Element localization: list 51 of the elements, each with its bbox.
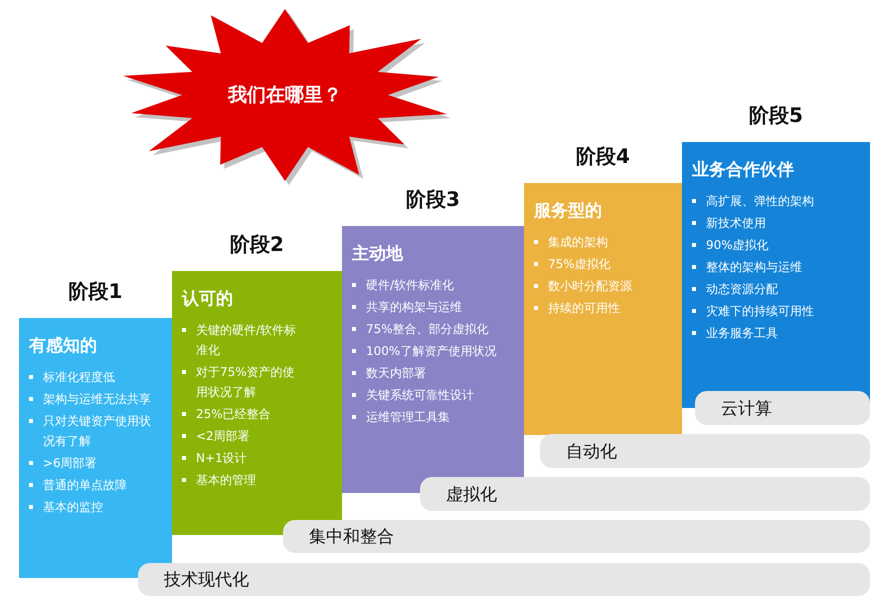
stage-label: 阶段5 xyxy=(749,103,803,127)
bullet-item: 75%虚拟化 xyxy=(534,254,678,274)
stage-label: 阶段1 xyxy=(68,279,122,303)
bullet-item: 运维管理工具集 xyxy=(352,407,516,427)
bullet-item: 基本的监控 xyxy=(29,497,155,517)
bullet-item: >6周部署 xyxy=(29,453,155,473)
bullet-item: 动态资源分配 xyxy=(692,279,871,299)
stage-heading: 服务型的 xyxy=(534,200,603,222)
bullet-item: 基本的管理 xyxy=(182,470,306,490)
bullet-item: 关键的硬件/软件标准化 xyxy=(182,320,306,360)
bullet-item: 75%整合、部分虚拟化 xyxy=(352,319,516,339)
bullet-item: N+1设计 xyxy=(182,448,306,468)
bar-label: 自动化 xyxy=(566,440,617,462)
stage-heading: 主动地 xyxy=(352,243,404,265)
starburst-title: 我们在哪里？ xyxy=(228,83,342,108)
stage-label: 阶段4 xyxy=(576,144,630,168)
bullet-item: <2周部署 xyxy=(182,426,306,446)
bullet-item: 关键系统可靠性设计 xyxy=(352,385,516,405)
capability-bar xyxy=(283,520,870,553)
stage-heading: 认可的 xyxy=(182,288,234,310)
bar-label: 云计算 xyxy=(721,398,772,420)
bullet-item: 架构与运维无法共享 xyxy=(29,389,155,409)
bullet-item: 100%了解资产使用状况 xyxy=(352,341,516,361)
bullet-item: 灾难下的持续可用性 xyxy=(692,301,871,321)
bullet-item: 整体的架构与运维 xyxy=(692,257,871,277)
bullet-item: 对于75%资产的使用状况了解 xyxy=(182,362,306,402)
bullet-item: 普通的单点故障 xyxy=(29,475,155,495)
capability-bar xyxy=(420,477,870,511)
bullet-item: 25%已经整合 xyxy=(182,404,306,424)
capability-bar xyxy=(540,434,870,468)
stage-label: 阶段3 xyxy=(406,187,460,211)
bar-label: 虚拟化 xyxy=(446,484,497,506)
bullet-item: 只对关键资产使用状况有了解 xyxy=(29,411,155,451)
bullet-item: 集成的架构 xyxy=(534,232,678,252)
bullet-item: 数小时分配资源 xyxy=(534,276,678,296)
capability-bar xyxy=(138,563,870,596)
bullet-item: 高扩展、弹性的架构 xyxy=(692,191,871,211)
bar-label: 集中和整合 xyxy=(309,526,394,548)
bar-label: 技术现代化 xyxy=(164,569,249,591)
bullet-item: 标准化程度低 xyxy=(29,367,155,387)
capability-bar xyxy=(695,391,870,425)
bullet-item: 持续的可用性 xyxy=(534,298,678,318)
bullet-item: 共享的构架与运维 xyxy=(352,297,516,317)
stage-heading: 业务合作伙伴 xyxy=(692,159,795,181)
bullet-item: 硬件/软件标准化 xyxy=(352,275,516,295)
stage-heading: 有感知的 xyxy=(29,335,98,357)
bullet-item: 90%虚拟化 xyxy=(692,235,871,255)
stage-label: 阶段2 xyxy=(230,232,284,256)
bullet-item: 业务服务工具 xyxy=(692,323,871,343)
bullet-item: 新技术使用 xyxy=(692,213,871,233)
bullet-item: 数天内部署 xyxy=(352,363,516,383)
